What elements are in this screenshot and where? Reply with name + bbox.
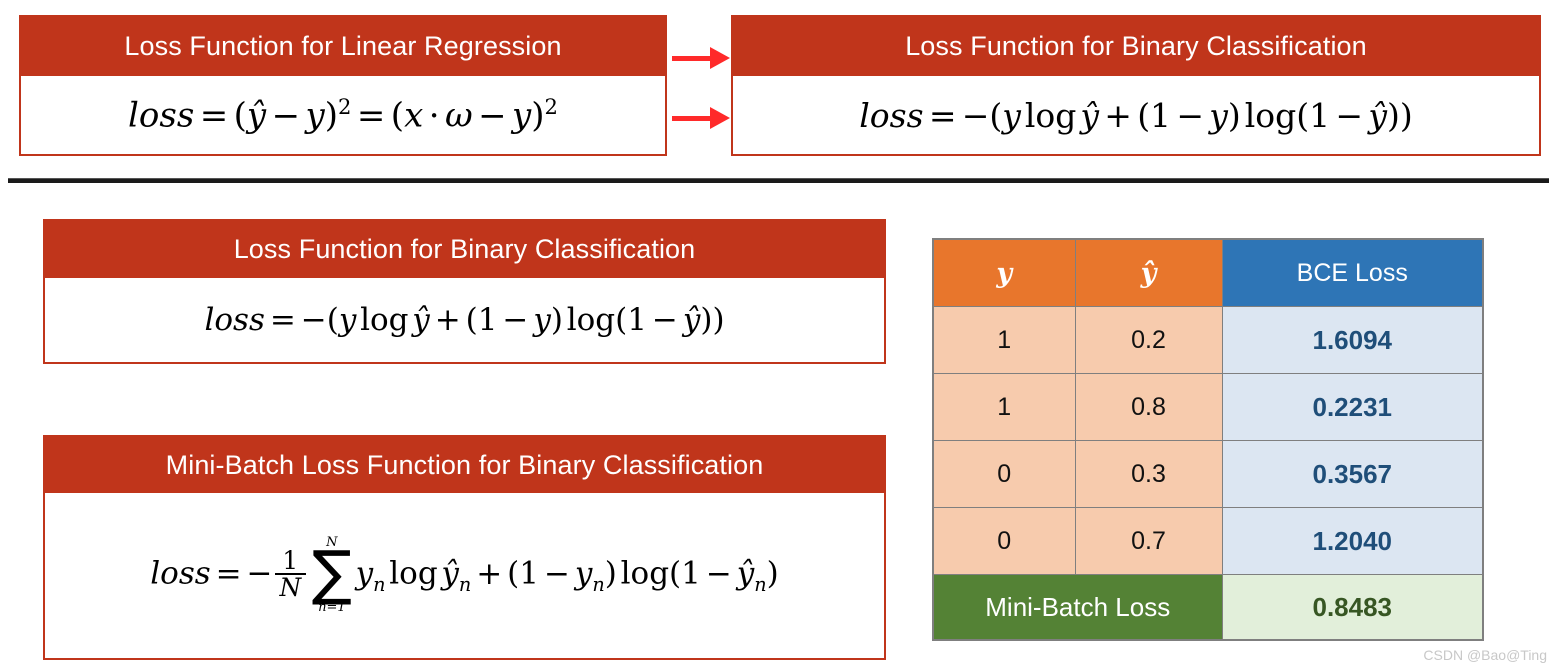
cell-bce: 0.2231 — [1221, 373, 1484, 441]
column-header-yhat: ŷ — [1074, 238, 1223, 307]
binary-classification-loss-card-top: Loss Function for Binary Classification … — [731, 15, 1541, 156]
table-row: 0 0.7 1.2040 — [932, 507, 1484, 575]
column-header-bce-loss: BCE Loss — [1221, 238, 1484, 307]
binary-classification-loss-title-top: Loss Function for Binary Classification — [733, 17, 1539, 76]
table-row: 1 0.2 1.6094 — [932, 306, 1484, 374]
cell-y: 0 — [932, 440, 1076, 508]
arrow-head — [710, 47, 730, 69]
cell-y: 0 — [932, 507, 1076, 575]
linear-regression-loss-formula: loss=(ŷ−y)2=(x·ω−y)2 — [21, 76, 665, 154]
binary-classification-loss-title: Loss Function for Binary Classification — [45, 221, 884, 278]
column-header-y: y — [932, 238, 1076, 307]
cell-bce: 1.2040 — [1221, 507, 1484, 575]
arrow-head — [710, 107, 730, 129]
watermark-text: CSDN @Bao@Ting — [1423, 647, 1547, 663]
table-row: 1 0.8 0.2231 — [932, 373, 1484, 441]
cell-yhat: 0.3 — [1074, 440, 1223, 508]
arrow-shaft — [672, 55, 711, 61]
cell-yhat: 0.2 — [1074, 306, 1223, 374]
cell-bce: 1.6094 — [1221, 306, 1484, 374]
cell-y: 1 — [932, 373, 1076, 441]
summation-operator: N∑n=1 — [311, 534, 352, 616]
binary-classification-loss-card: Loss Function for Binary Classification … — [43, 219, 886, 364]
cell-yhat: 0.7 — [1074, 507, 1223, 575]
linear-regression-loss-card: Loss Function for Linear Regression loss… — [19, 15, 667, 156]
cell-y: 1 — [932, 306, 1076, 374]
minibatch-loss-card: Mini-Batch Loss Function for Binary Clas… — [43, 435, 886, 660]
linear-regression-loss-title: Loss Function for Linear Regression — [21, 17, 665, 76]
bce-loss-table: y ŷ BCE Loss 1 0.2 1.6094 1 0.8 0.2231 0… — [932, 238, 1484, 641]
summary-value: 0.8483 — [1221, 574, 1484, 641]
table-summary-row: Mini-Batch Loss 0.8483 — [932, 574, 1484, 641]
minibatch-loss-title: Mini-Batch Loss Function for Binary Clas… — [45, 437, 884, 493]
summary-label: Mini-Batch Loss — [932, 574, 1223, 641]
cell-yhat: 0.8 — [1074, 373, 1223, 441]
formula-linear-regression: loss=(ŷ−y)2=(x·ω−y)2 — [128, 94, 558, 136]
section-divider — [8, 178, 1549, 183]
table-row: 0 0.3 0.3567 — [932, 440, 1484, 508]
arrow-shaft — [672, 115, 711, 121]
table-header-row: y ŷ BCE Loss — [932, 238, 1484, 307]
cell-bce: 0.3567 — [1221, 440, 1484, 508]
